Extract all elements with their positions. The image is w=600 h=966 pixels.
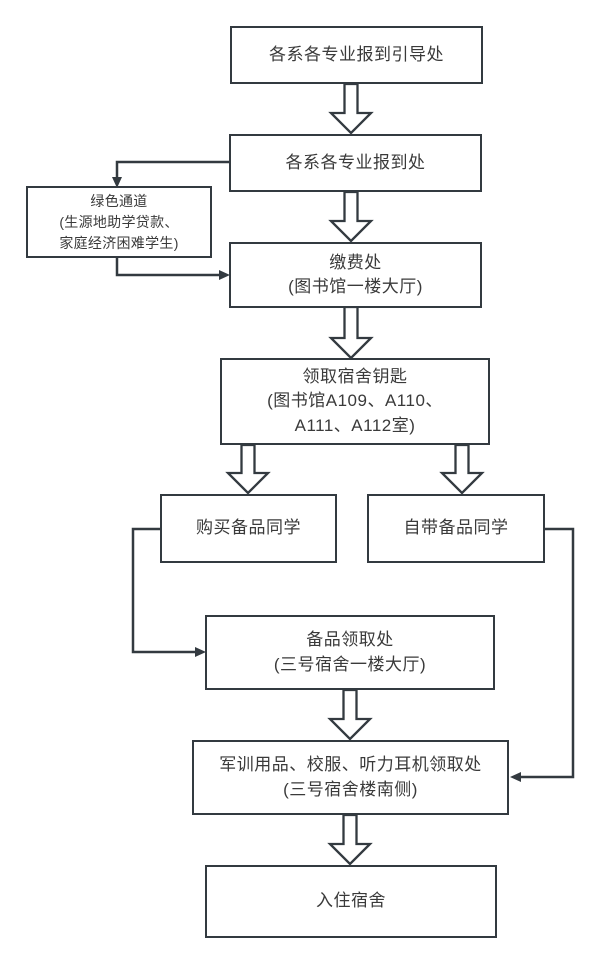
node-payment-label: (图书馆一楼大厅) [288, 277, 423, 296]
node-military-pickup: 军训用品、校服、听力耳机领取处 (三号宿舍楼南侧) [192, 740, 509, 815]
node-register-label: 各系各专业报到处 [285, 152, 426, 172]
line-own-to-military-icon [519, 527, 575, 779]
node-dorm-keys-label: 领取宿舍钥匙 [302, 367, 408, 387]
line-green-to-payment-arrowhead-icon [219, 270, 230, 280]
node-supplies-pickup-label: (三号宿舍一楼大厅) [273, 654, 427, 674]
node-supplies-pickup-label: 备品领取处 [306, 630, 394, 650]
line-buy-to-supplies-arrowhead-icon [195, 647, 206, 657]
node-dorm-keys-label: (图书馆A109、A110、 [267, 391, 443, 411]
node-military-pickup-label: (三号宿舍楼南侧) [283, 779, 418, 799]
node-guide-label: 各系各专业报到引导处 [269, 44, 444, 64]
node-buy-supplies: 购买备品同学 [160, 494, 337, 563]
node-dorm-keys-label: A111、A112室) [294, 415, 416, 435]
arrow-guide-to-register-icon [328, 82, 374, 135]
node-payment: 缴费处 (图书馆一楼大厅) [229, 242, 482, 308]
node-register: 各系各专业报到处 [229, 134, 482, 192]
node-check-in-label: 入住宿舍 [316, 891, 386, 911]
arrow-dormkeys-to-buy-icon [225, 443, 271, 495]
node-guide: 各系各专业报到引导处 [230, 26, 483, 84]
line-register-to-green-arrowhead-icon [112, 177, 122, 188]
node-dorm-keys: 领取宿舍钥匙 (图书馆A109、A110、 A111、A112室) [220, 358, 490, 445]
arrow-payment-to-dormkeys-icon [328, 305, 374, 360]
node-own-supplies: 自带备品同学 [367, 494, 545, 563]
arrow-military-to-checkin-icon [327, 813, 373, 866]
node-own-supplies-label: 自带备品同学 [403, 518, 509, 538]
node-military-pickup-label: 军训用品、校服、听力耳机领取处 [219, 755, 482, 775]
node-buy-supplies-label: 购买备品同学 [196, 518, 301, 538]
line-own-to-military-arrowhead-icon [510, 772, 521, 782]
line-green-to-payment-icon [115, 258, 221, 277]
node-green-channel: 绿色通道 (生源地助学贷款、 家庭经济困难学生) [26, 186, 212, 258]
arrow-dormkeys-to-own-icon [439, 443, 485, 495]
node-payment-label: 缴费处 [329, 252, 382, 272]
line-register-to-green-icon [115, 160, 229, 180]
node-supplies-pickup: 备品领取处 (三号宿舍一楼大厅) [205, 615, 495, 690]
node-green-channel-label: 家庭经济困难学生) [59, 234, 179, 251]
arrow-supplies-to-military-icon [327, 688, 373, 741]
node-green-channel-label: 绿色通道 [90, 192, 148, 209]
arrow-register-to-payment-icon [328, 190, 374, 243]
node-green-channel-label: (生源地助学贷款、 [59, 213, 179, 230]
node-check-in: 入住宿舍 [205, 865, 497, 938]
line-buy-to-supplies-icon [131, 527, 197, 654]
